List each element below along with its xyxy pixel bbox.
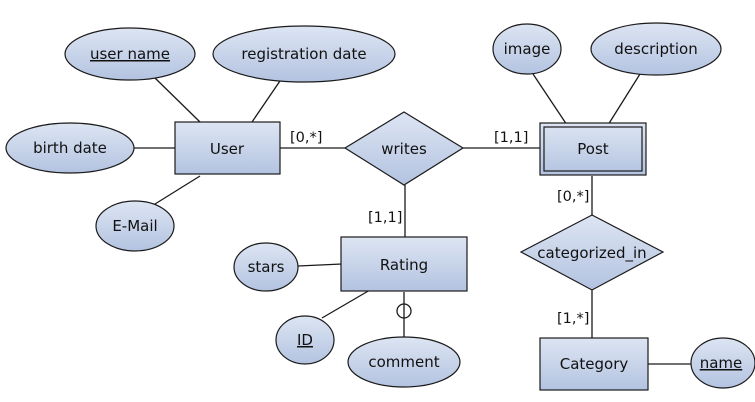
link-rating-id (321, 289, 371, 319)
attr-email: E-Mail (95, 200, 175, 252)
link-user-regdate (251, 77, 283, 123)
cardinality-writes-rating: [1,1] (368, 210, 402, 226)
optional-marker (396, 303, 412, 319)
link-rating-stars (297, 263, 343, 267)
entity-rating-label: Rating (380, 256, 428, 274)
entity-rating: Rating (340, 236, 468, 292)
relationship-writes-label: writes (381, 140, 427, 158)
relationship-categorized-in-label: categorized_in (537, 244, 646, 263)
attr-user-name-label: user name (90, 45, 170, 63)
relationship-writes: writes (343, 111, 465, 186)
cardinality-post-categorized: [0,*] (557, 189, 589, 205)
attr-description-label: description (614, 40, 697, 58)
attr-birth-date: birth date (5, 122, 135, 174)
attr-category-name: name (690, 337, 755, 389)
cardinality-writes-post: [1,1] (494, 130, 528, 146)
entity-category: Category (539, 337, 649, 391)
cardinality-user-writes: [0,*] (290, 130, 322, 146)
link-user-username (154, 77, 201, 123)
link-post-image (532, 73, 568, 126)
entity-user-label: User (210, 140, 245, 158)
attr-registration-date: registration date (212, 25, 396, 83)
attr-stars-label: stars (248, 258, 285, 276)
attr-user-name: user name (64, 27, 196, 81)
attr-id-label: ID (297, 331, 313, 349)
attr-comment-label: comment (368, 353, 439, 371)
connectors (133, 73, 693, 365)
attr-id: ID (275, 315, 335, 365)
attr-birth-date-label: birth date (33, 139, 107, 157)
attr-email-label: E-Mail (112, 217, 157, 235)
cardinality-categorized-category: [1,*] (557, 311, 589, 327)
entity-user: User (174, 121, 281, 175)
link-user-email (154, 175, 201, 205)
entity-category-label: Category (560, 355, 629, 373)
entity-post-label: Post (577, 140, 609, 158)
attr-category-name-label: name (700, 354, 743, 372)
attr-image-label: image (504, 40, 551, 58)
attr-description: description (590, 22, 722, 76)
attr-stars: stars (233, 242, 299, 292)
relationship-categorized-in: categorized_in (519, 214, 665, 291)
entity-post: Post (539, 122, 647, 176)
attr-registration-date-label: registration date (241, 45, 366, 63)
attr-image: image (492, 23, 562, 75)
attr-comment: comment (347, 336, 461, 388)
link-post-description (607, 73, 641, 126)
